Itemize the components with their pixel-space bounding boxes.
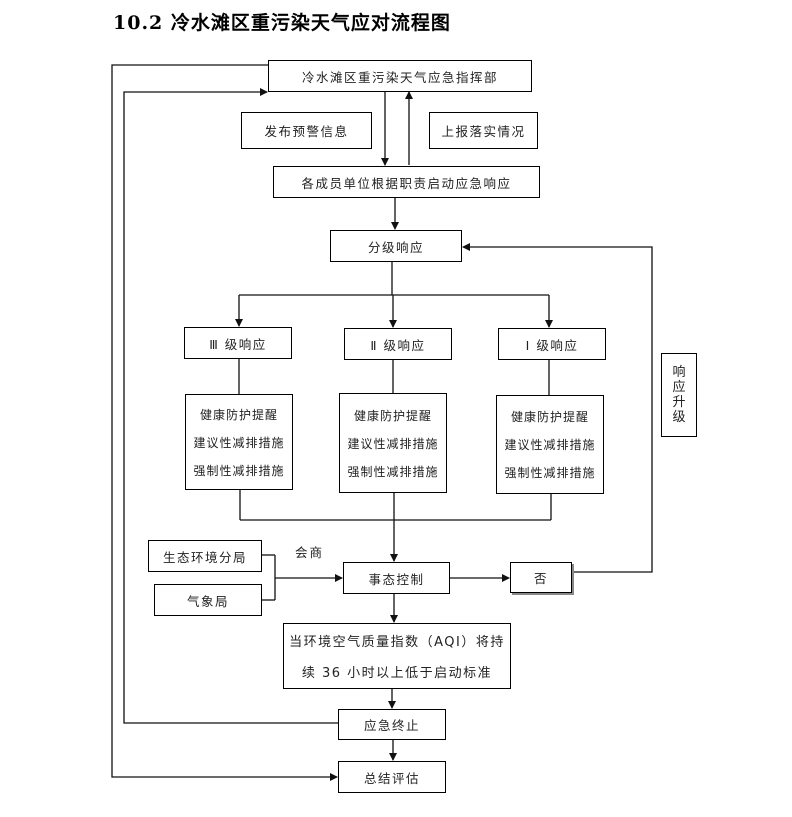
aqi-condition-node: 当环境空气质量指数（AQI）将持 续 36 小时以上低于启动标准 — [283, 623, 511, 689]
command-node: 冷水滩区重污染天气应急指挥部 — [268, 60, 532, 92]
upgrade-char: 级 — [672, 410, 686, 425]
level3-node: Ⅲ 级响应 — [184, 327, 292, 359]
level1-node: Ⅰ 级响应 — [498, 328, 606, 360]
level2-measures-node: 健康防护提醒 建议性减排措施 强制性减排措施 — [339, 393, 447, 493]
measure-advisory: 建议性减排措施 — [504, 438, 596, 452]
level1-measures-node: 健康防护提醒 建议性减排措施 强制性减排措施 — [496, 395, 604, 494]
measure-advisory: 建议性减排措施 — [193, 435, 285, 450]
aqi-line-2: 续 36 小时以上低于启动标准 — [301, 666, 493, 681]
aqi-line-1: 当环境空气质量指数（AQI）将持 — [289, 635, 505, 650]
upgrade-loop-line — [462, 243, 653, 573]
measure-health: 健康防护提醒 — [199, 407, 278, 422]
evaluate-node: 总结评估 — [338, 761, 446, 793]
inner-loop-line — [123, 88, 338, 724]
level2-node: Ⅱ 级响应 — [344, 328, 452, 360]
level3-measures-node: 健康防护提醒 建议性减排措施 强制性减排措施 — [185, 394, 293, 490]
upgrade-char: 应 — [672, 380, 686, 395]
page-title: 10.2 冷水滩区重污染天气应对流程图 — [113, 12, 451, 34]
outer-loop-line — [111, 64, 338, 781]
consult-label: 会商 — [295, 545, 325, 560]
upgrade-node: 响 应 升 级 — [661, 353, 697, 437]
member-units-node: 各成员单位根据职责启动应急响应 — [273, 166, 540, 198]
terminate-node: 应急终止 — [338, 709, 446, 740]
eco-bureau-node: 生态环境分局 — [148, 540, 262, 572]
graded-response-node: 分级响应 — [330, 230, 462, 262]
report-node: 上报落实情况 — [429, 112, 538, 149]
measure-mandatory: 强制性减排措施 — [504, 466, 596, 480]
no-node: 否 — [510, 562, 572, 593]
situation-control-node: 事态控制 — [343, 562, 450, 594]
measure-advisory: 建议性减排措施 — [347, 436, 439, 451]
measure-mandatory: 强制性减排措施 — [347, 464, 439, 479]
measure-health: 健康防护提醒 — [353, 408, 432, 423]
measure-mandatory: 强制性减排措施 — [193, 463, 285, 478]
upgrade-char: 升 — [672, 395, 686, 410]
measure-health: 健康防护提醒 — [510, 410, 589, 424]
upgrade-char: 响 — [672, 365, 686, 380]
weather-bureau-node: 气象局 — [154, 584, 262, 616]
warning-node: 发布预警信息 — [241, 112, 372, 149]
